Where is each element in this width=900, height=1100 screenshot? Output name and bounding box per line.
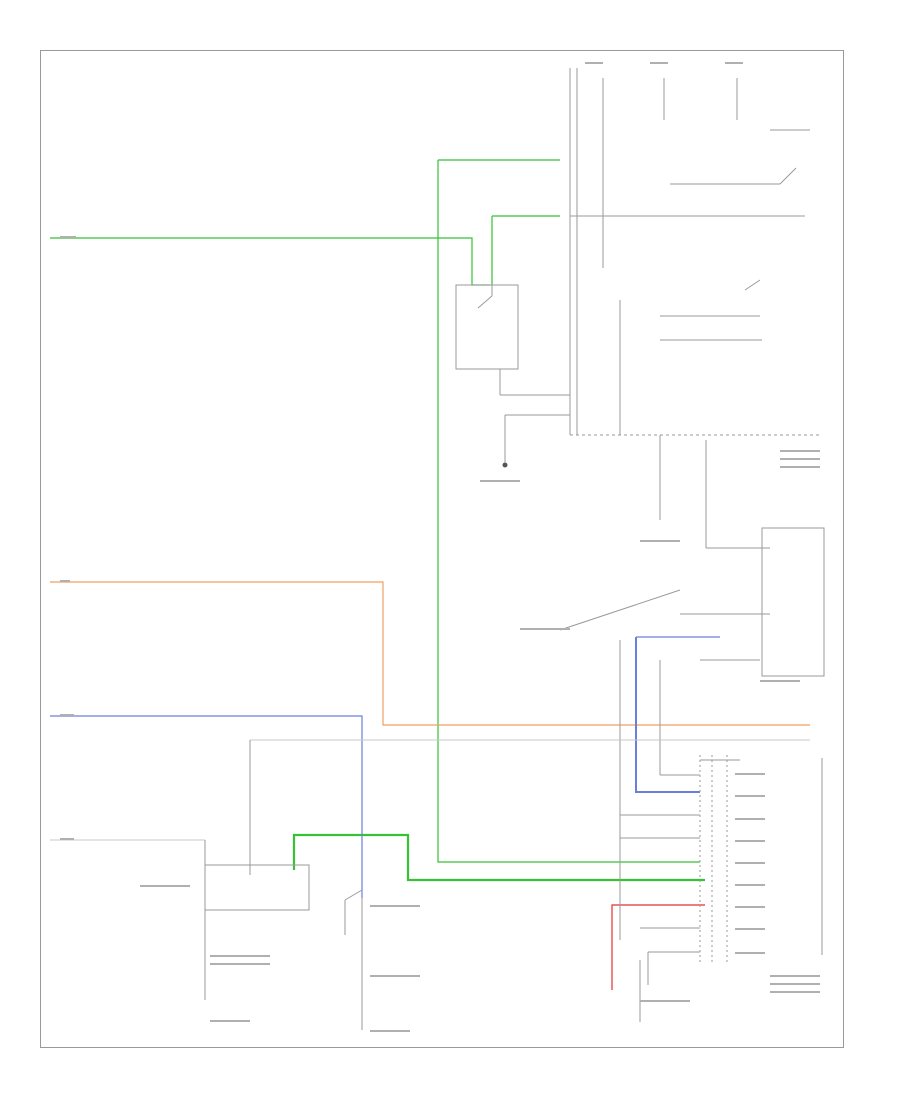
blue-wire-1 <box>50 715 363 898</box>
green-wire-2 <box>437 160 700 863</box>
blue-wire <box>50 636 720 898</box>
diagram-frame <box>40 50 844 1048</box>
green-wire-1 <box>50 237 490 286</box>
ground-symbol-1 <box>502 462 508 468</box>
green-wire-lower <box>292 833 705 882</box>
red-wire <box>611 904 705 990</box>
blue-wire-3 <box>635 637 700 793</box>
orange-wire-1 <box>50 581 810 726</box>
gray-wiring <box>50 68 825 1030</box>
orange-wire <box>50 581 810 726</box>
red-wire-1 <box>611 904 705 990</box>
component-label-marks <box>60 62 820 1032</box>
green-wire-6 <box>292 833 705 882</box>
